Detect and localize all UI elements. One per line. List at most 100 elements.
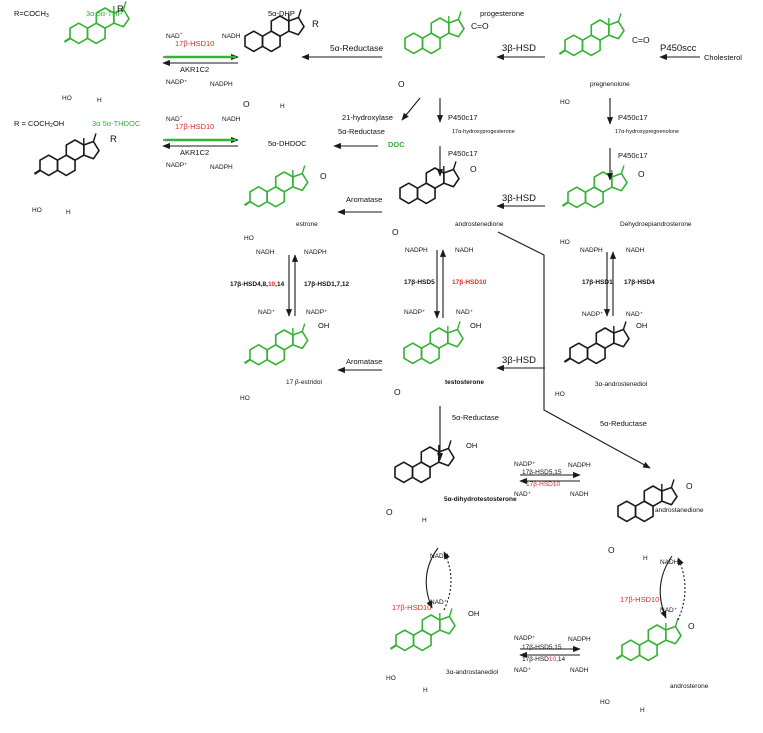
enzyme-aromatase: Aromatase [346, 357, 383, 366]
enzyme-21-hydroxylase: 21-hydroxylase [342, 113, 393, 122]
cofactor-nad-prime: NAD⁺ [430, 599, 448, 606]
cofactor-nadp-prime: NADP⁺ [166, 162, 188, 169]
compound-ohpreg: 17α-hydroxypregnenolone [615, 129, 680, 135]
substituent-ho: HO [600, 699, 610, 706]
enzyme-17b-hsd10: 17β-HSD10 [175, 39, 215, 48]
substituent-c: C [632, 35, 639, 45]
cofactor-nadp-prime: NADP⁺ [514, 461, 536, 468]
enzyme-17b-hsd5: 17β-HSD5 [404, 279, 435, 286]
c17-bond [301, 165, 306, 174]
label-part: ,14 [275, 281, 285, 288]
substituent-o: O [392, 227, 399, 237]
ring-d [443, 168, 460, 188]
substituent-o: O [320, 171, 327, 181]
cofactor-nadh: NADH [570, 667, 589, 674]
enzyme-3b-hsd: 3β-HSD [502, 43, 536, 54]
cofactor-nadph: NADPH [304, 249, 327, 256]
enzyme-p450c17: P450c17 [618, 151, 648, 160]
compound-androsterone: androsterone [670, 683, 709, 690]
substituent-o: O [686, 481, 693, 491]
label-part: OH [52, 119, 65, 128]
enzyme-17b-hsd5-15: 17β-HSD5,15 [522, 469, 562, 476]
c3-bond [561, 201, 569, 207]
substituent-o: O [608, 545, 615, 555]
cofactor-nadp-prime: NADP⁺ [404, 309, 426, 316]
c3-bond [243, 200, 251, 207]
cofactor-nad-prime: NAD⁺ [514, 667, 532, 674]
c17-bond [456, 321, 461, 330]
label-part: + [179, 31, 183, 36]
compound-adiol2: 3α-androstanediol [446, 669, 499, 676]
substituent-h: H [422, 517, 427, 524]
cofactor-nad-prime: NAD⁺ [626, 311, 644, 318]
cofactor-nadph: NADPH [210, 164, 233, 171]
enzyme-p450c17: P450c17 [448, 149, 478, 158]
cofactor-nadph: NADPH [568, 462, 591, 469]
substituent-h: H [280, 103, 285, 110]
enzyme-17b-hsd1-7-12: 17β-HSD1,7,12 [304, 281, 350, 288]
ring-d [661, 486, 678, 506]
ring-c [270, 15, 290, 38]
c17-bond [617, 13, 622, 22]
compound-estradiol: 17 β-estridol [286, 379, 322, 386]
ring-d [288, 16, 305, 36]
ring-c [274, 329, 294, 351]
compound-adiol: 3α-androstenediol [595, 381, 648, 388]
ring-c [590, 19, 610, 42]
enzyme-cholesterol: Cholesterol [704, 53, 742, 62]
enzyme-5a-reductase-small: 5α-Reductase [338, 127, 385, 136]
c3-bond [615, 654, 623, 660]
compound-progesterone: progesterone [480, 9, 525, 18]
substituent-r: R [110, 134, 117, 145]
ring-a [564, 34, 584, 57]
compound-doc: DOC [388, 140, 405, 149]
label-part: ,14 [556, 656, 566, 663]
substituent-ho: HO [386, 675, 396, 682]
cofactor-nadh: NADH [455, 247, 474, 254]
ring-c [643, 485, 663, 508]
ring-a [394, 461, 414, 484]
cofactor-nadp-prime: NADP⁺ [514, 635, 536, 642]
c3-bond [389, 644, 397, 650]
label-part: R=COCH [14, 9, 46, 18]
substituent-r: R [117, 4, 124, 15]
ring-d [438, 447, 455, 467]
ring-a [249, 186, 268, 208]
cofactor-nadh: NADH [222, 33, 241, 40]
ring-c [647, 624, 667, 647]
ring-c [425, 167, 445, 190]
cofactor-nad-prime: NAD⁺ [660, 607, 678, 614]
enzyme-akr1c2: AKR1C2 [180, 65, 210, 74]
ring-a [399, 182, 419, 205]
cofactor-nad-prime: NAD⁺ [456, 309, 474, 316]
ring-a [621, 639, 641, 662]
cofactor-nadh: NADH [660, 559, 679, 566]
legend-thdoc: R = COCH2OH [14, 120, 64, 129]
adione-to-androsterone [659, 555, 673, 619]
cofactor-nadh: NADH [570, 491, 589, 498]
enzyme-17b-hsd10-14: 17β-HSD10,14 [522, 656, 566, 664]
c3-bond [243, 358, 251, 365]
substituent-c: C [471, 21, 478, 31]
enzyme-17b-hsd10: 17β-HSD10 [526, 481, 561, 488]
substituent-h: H [66, 209, 71, 216]
c17-bond [447, 440, 452, 449]
label-part: NAD [166, 33, 180, 40]
substituent-ho: HO [560, 99, 570, 106]
label-thdoc: 3α 5α-THDOC [92, 119, 141, 128]
substituent-o: O [688, 621, 695, 631]
label-part: R = COCH [14, 119, 51, 128]
ring-d [665, 625, 682, 645]
c3-bond [63, 37, 71, 43]
substituent-h: H [640, 707, 645, 714]
ring-a [249, 344, 268, 366]
substituent-o: O [243, 99, 250, 109]
substituent-oh: OH [466, 441, 478, 450]
c17-bond [301, 323, 306, 332]
ring-a [244, 30, 264, 53]
progesterone-to-doc [401, 97, 421, 121]
enzyme-5a-reductase: 5α-Reductase [600, 419, 647, 428]
cofactor-nadh: NADH [256, 249, 275, 256]
enzyme-p450c17: P450c17 [448, 113, 478, 122]
c17-bond [620, 165, 625, 174]
